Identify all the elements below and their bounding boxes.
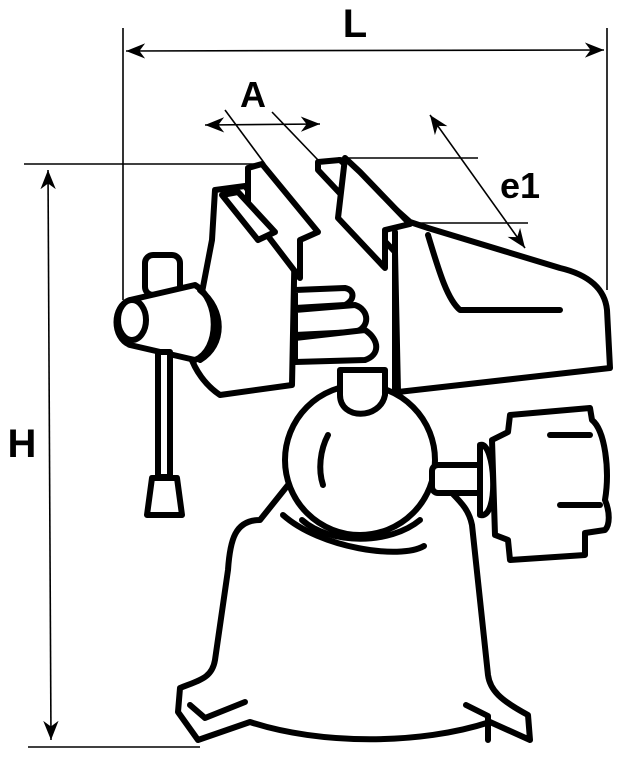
dimension-length: L — [122, 2, 608, 300]
dimension-height: H — [8, 163, 265, 748]
label-L: L — [343, 2, 367, 46]
screw-slide — [292, 285, 380, 365]
label-H: H — [8, 422, 37, 466]
fixed-jaw-body — [315, 155, 613, 395]
vise-base — [175, 467, 533, 743]
label-e1: e1 — [500, 165, 540, 206]
vise-handle — [113, 252, 222, 518]
swivel-ball — [282, 367, 438, 542]
lock-knob — [429, 405, 612, 563]
dimension-jaw-opening: e1 — [338, 114, 540, 249]
label-A: A — [240, 74, 266, 115]
dimension-jaw-width: A — [204, 74, 321, 165]
